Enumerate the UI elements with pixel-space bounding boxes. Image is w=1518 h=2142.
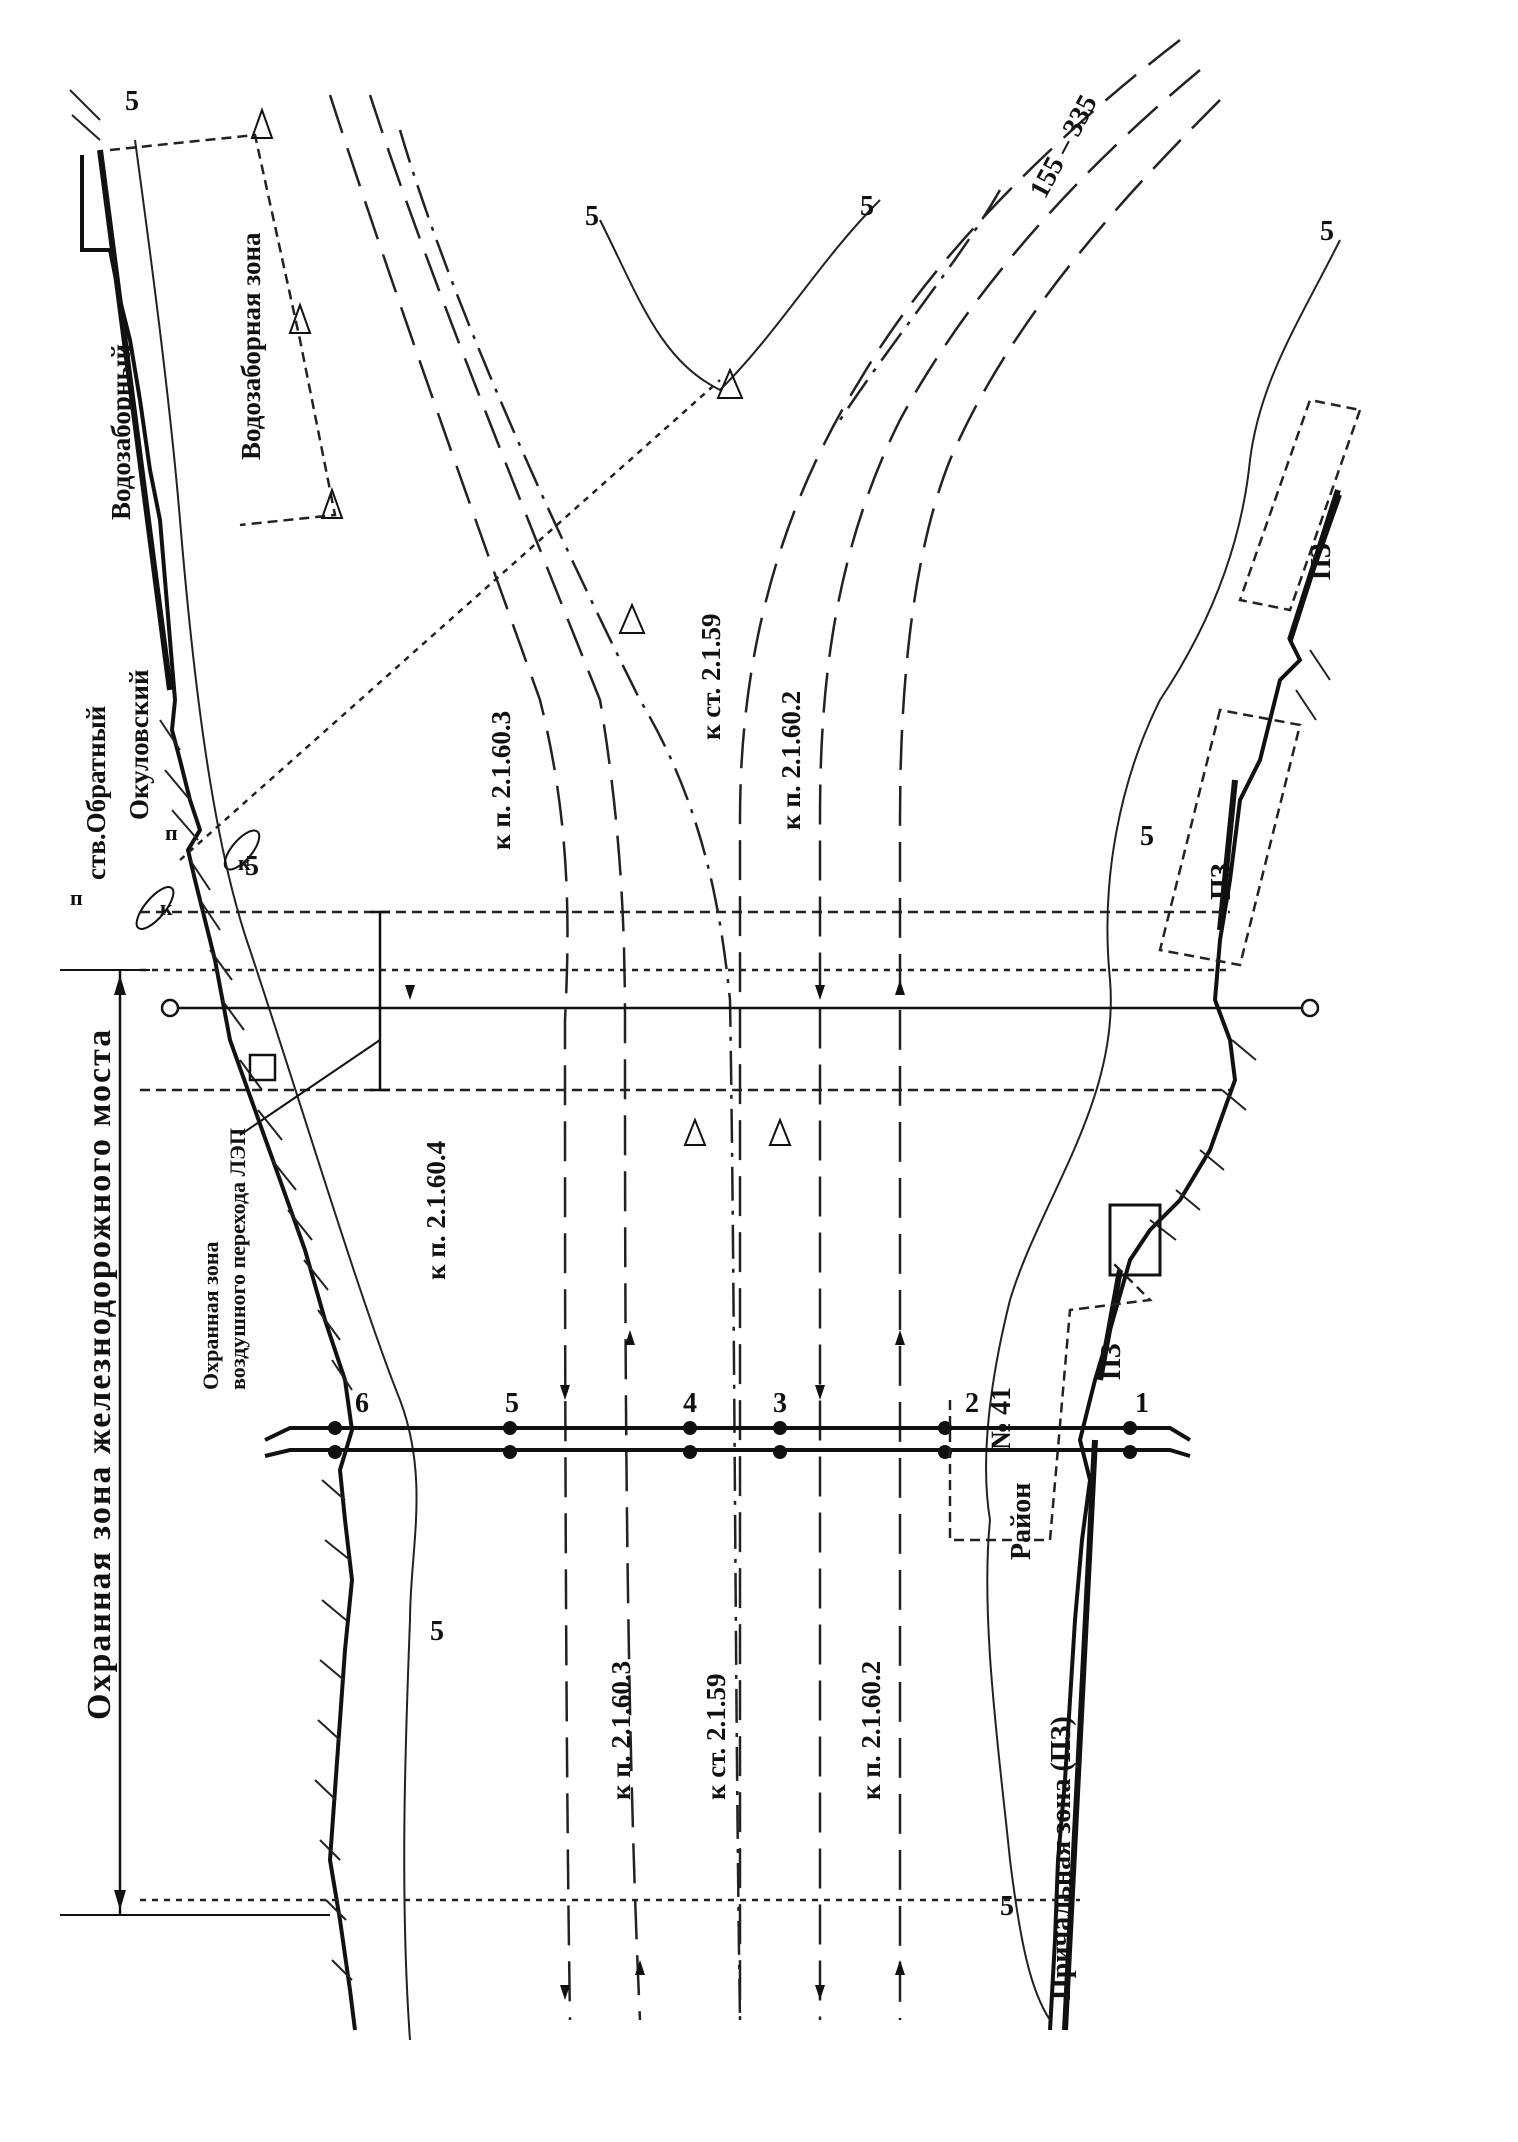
leading-mark-icon: [716, 367, 744, 399]
railway-bridge: 1 2 3 4 5 6: [264, 1388, 1192, 1459]
dock-zone-short-label: ПЗ: [1306, 543, 1337, 580]
left-bank-hatching: [69, 89, 353, 1981]
fairway-label: к п. 2.1.60.3: [606, 1661, 636, 1800]
right-bank: [1048, 489, 1342, 2031]
fairway-lines: [179, 39, 1221, 2021]
district-number: № 41: [986, 1387, 1017, 1450]
buoy-icon: [320, 487, 344, 519]
leading-mark-icon: [135, 886, 175, 930]
depth-label: 5: [860, 191, 874, 222]
stvor-label: ств.Обратный: [81, 706, 111, 880]
depth-label: 5: [1000, 1891, 1014, 1922]
mark-letter: к: [160, 895, 173, 920]
map-labels: Водозаборный Водозаборная зона ств.Обрат…: [81, 90, 1337, 2000]
pier-number: 3: [773, 1388, 787, 1419]
mark-letter: к: [238, 850, 251, 875]
buoy-icon: [288, 302, 312, 334]
fairway-label: к ст. 2.1.59: [696, 613, 726, 740]
mark-letter: п: [165, 820, 178, 845]
okulovskiy-label: Окуловский: [124, 669, 154, 820]
depth-label: 5: [125, 86, 139, 117]
navigation-symbols: п п к к: [70, 367, 792, 1146]
power-line-zone-label: воздушного перехода ЛЭП: [225, 1128, 250, 1390]
bridge-protection-zone: [60, 910, 1230, 1916]
pier-number: 5: [505, 1388, 519, 1419]
power-line-zone-label: Охранная зона: [198, 1242, 223, 1391]
pier-number: 1: [1135, 1388, 1149, 1419]
power-line: [160, 998, 1320, 1018]
leading-mark-icon: [223, 829, 261, 871]
buoy-icon: [768, 1117, 792, 1146]
bridge-piers: [328, 1421, 1137, 1459]
water-intake-label: Водозаборный: [106, 344, 136, 520]
fairway-label: к п. 2.1.60.2: [776, 691, 806, 830]
fairway-label: к п. 2.1.60.2: [856, 1661, 886, 1800]
fairway-label: к п. 2.1.60.3: [486, 711, 516, 850]
water-intake-zone-label: Водозаборная зона: [236, 232, 266, 460]
depth-label: 5: [1320, 216, 1334, 247]
dock-zones: [948, 398, 1362, 1542]
power-line-tower-icon: [160, 998, 180, 1018]
right-bank-hatching: [1149, 649, 1331, 1241]
dock-zone-label: Причальная зона (ПЗ): [1046, 1716, 1077, 2000]
buoy-icon: [683, 1117, 707, 1146]
cable-mast-icon: [618, 602, 646, 634]
buoy-icon: [250, 107, 274, 139]
pier-number: 6: [355, 1388, 369, 1419]
building-icon: [248, 1053, 277, 1082]
bridge-zone-label: Охранная зона железнодорожного моста: [81, 1028, 118, 1720]
water-intake-zone: [109, 107, 344, 527]
depth-label: 5: [430, 1616, 444, 1647]
district-label: Район: [1006, 1483, 1037, 1560]
fairway-label: к ст. 2.1.59: [701, 1673, 731, 1800]
depth-label: 5: [585, 201, 599, 232]
pier-number: 2: [965, 1388, 979, 1419]
fairway-label: к п. 2.1.60.4: [421, 1141, 451, 1280]
dock-zone-short-label: ПЗ: [1206, 863, 1237, 900]
dock-zone-short-label: ПЗ: [1096, 1343, 1127, 1380]
mark-letter: п: [70, 885, 83, 910]
depth-contours: 5 5 5 5 5 5 5 5: [125, 86, 1341, 2041]
power-line-tower-icon: [1300, 998, 1320, 1018]
depth-label: 5: [1140, 821, 1154, 852]
left-bank: [69, 89, 357, 2031]
bearing-label: 155 – 335: [1024, 90, 1104, 203]
pier-number: 4: [683, 1388, 697, 1419]
